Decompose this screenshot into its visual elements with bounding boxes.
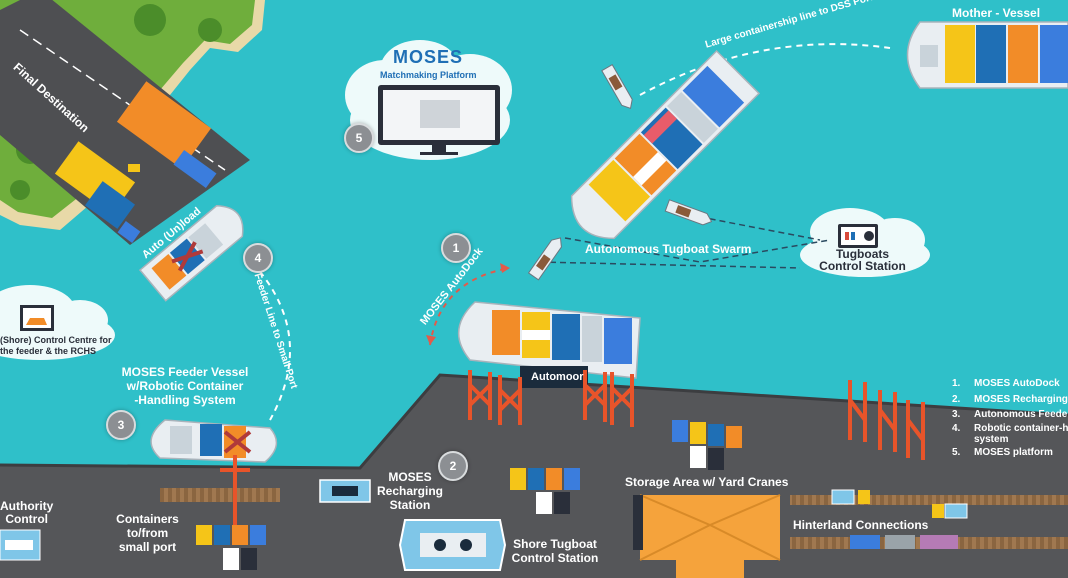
monitor-icon bbox=[378, 85, 500, 155]
large-containership bbox=[570, 49, 761, 240]
containership-line-route bbox=[639, 43, 891, 96]
rail-track-small-port bbox=[160, 488, 280, 502]
legend-item: system bbox=[974, 433, 1009, 445]
authority-control-icon bbox=[0, 529, 41, 561]
shore-tugboat-station-icon bbox=[398, 519, 507, 571]
recharging-station-icon bbox=[319, 479, 371, 503]
automoor-cranes bbox=[468, 370, 634, 427]
docked-vessel bbox=[457, 301, 641, 379]
recharging-label: MOSES Recharging Station bbox=[376, 470, 443, 512]
autodock-route bbox=[429, 267, 511, 346]
hinterland-label: Hinterland Connections bbox=[793, 518, 929, 532]
tugboat-1 bbox=[527, 237, 562, 281]
storage-area-label: Storage Area w/ Yard Cranes bbox=[625, 475, 789, 489]
legend-item: 4.Robotic container-h bbox=[952, 422, 1068, 434]
mother-vessel-label: Mother - Vessel bbox=[952, 6, 1041, 20]
yard-cranes-right bbox=[848, 380, 925, 460]
legend: 1.MOSES AutoDock 2.MOSES Recharging 3.Au… bbox=[952, 376, 1068, 460]
tugboats-control-label: Tugboats Control Station bbox=[819, 247, 906, 273]
rail-track-upper bbox=[790, 495, 1068, 505]
automoor-block bbox=[520, 366, 588, 388]
tugboat-swarm-label: Autonomous Tugboat Swarm bbox=[585, 242, 752, 256]
marker-3: 3 bbox=[106, 410, 136, 440]
feeder-vessel bbox=[150, 419, 278, 463]
marker-5: 5 bbox=[344, 123, 374, 153]
marker-4: 4 bbox=[243, 243, 273, 273]
containers-small-port-label: Containers to/from small port bbox=[116, 512, 179, 554]
quay-container-stack-1 bbox=[510, 468, 580, 514]
control-centre-icon bbox=[20, 305, 54, 331]
legend-item: 2.MOSES Recharging bbox=[952, 393, 1068, 405]
tugboats-control-icon bbox=[838, 224, 878, 248]
quay-container-stack-2 bbox=[672, 420, 742, 470]
auto-unload-vessel bbox=[138, 204, 244, 302]
moses-logo: MOSES bbox=[393, 47, 464, 67]
matchmaking-label: Matchmaking Platform bbox=[380, 70, 477, 80]
storage-area-warehouse bbox=[633, 494, 781, 578]
mother-vessel bbox=[906, 21, 1068, 89]
automoor-label: Automoor bbox=[531, 371, 584, 383]
shore-tugboat-label: Shore Tugboat Control Station bbox=[511, 537, 599, 565]
feeder-line-route bbox=[244, 254, 291, 421]
legend-item: 3.Autonomous Feeder bbox=[952, 409, 1068, 420]
marker-1: 1 bbox=[441, 233, 471, 263]
small-port-containers bbox=[196, 525, 266, 570]
tugboat-3 bbox=[664, 199, 713, 226]
authority-control-label: Authority Control bbox=[0, 499, 54, 526]
legend-item: 1.MOSES AutoDock bbox=[952, 378, 1060, 389]
pier-container-stacks bbox=[54, 81, 217, 243]
control-centre-label: (Shore) Control Centre for the feeder & … bbox=[0, 335, 112, 356]
hinterland-vehicles bbox=[831, 489, 968, 549]
legend-item: 5.MOSES platform bbox=[952, 446, 1053, 458]
marker-2: 2 bbox=[438, 451, 468, 481]
feeder-vessel-label: MOSES Feeder Vessel w/Robotic Container … bbox=[121, 365, 249, 407]
tugboat-2 bbox=[601, 63, 633, 110]
